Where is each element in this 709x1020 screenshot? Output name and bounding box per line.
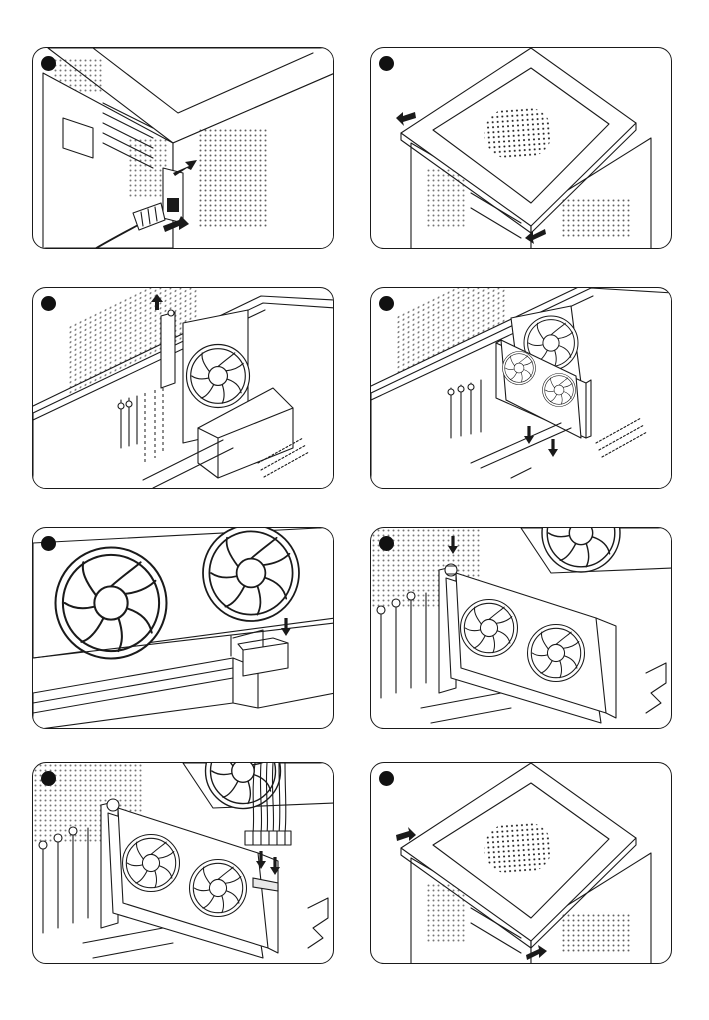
step-6-panel [370, 527, 672, 729]
step-8-illustration [371, 763, 672, 964]
step-2-panel [370, 47, 672, 249]
step-3-illustration [33, 288, 334, 489]
step-6-illustration [371, 528, 672, 729]
step-4-marker [379, 296, 394, 311]
step-2-illustration [371, 48, 672, 249]
step-7-illustration [33, 763, 334, 964]
step-7-panel [32, 762, 334, 964]
step-5-illustration [33, 528, 334, 729]
step-1-illustration [33, 48, 334, 249]
step-2-marker [379, 56, 394, 71]
step-6-marker [379, 536, 394, 551]
step-3-marker [41, 296, 56, 311]
step-4-panel [370, 287, 672, 489]
step-7-marker [41, 771, 56, 786]
step-1-panel [32, 47, 334, 249]
step-8-marker [379, 771, 394, 786]
step-4-illustration [371, 288, 672, 489]
step-1-marker [41, 56, 56, 71]
step-5-panel [32, 527, 334, 729]
step-8-panel [370, 762, 672, 964]
step-3-panel [32, 287, 334, 489]
step-5-marker [41, 536, 56, 551]
